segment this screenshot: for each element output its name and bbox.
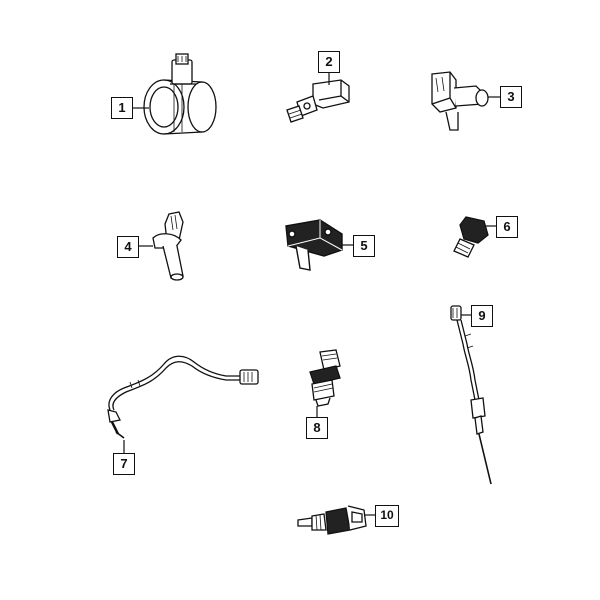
callout-3: 3 — [500, 86, 522, 108]
leader-line-7 — [123, 440, 125, 453]
callout-9: 9 — [471, 305, 493, 327]
oxygen-sensor-icon — [450, 305, 492, 485]
leader-line-8 — [316, 406, 318, 417]
leader-line-1 — [133, 107, 149, 109]
exhaust-temperature-sensor-icon — [107, 355, 259, 439]
leader-line-9 — [461, 314, 471, 316]
leader-line-6 — [486, 225, 496, 227]
map-sensor-icon — [285, 219, 343, 271]
crankshaft-position-sensor-icon — [152, 211, 184, 281]
callout-5: 5 — [353, 235, 375, 257]
mass-air-flow-sensor-icon — [143, 53, 217, 135]
callout-1: 1 — [111, 97, 133, 119]
coolant-temperature-sensor-icon — [297, 505, 367, 535]
callout-2: 2 — [318, 51, 340, 73]
leader-line-10 — [364, 514, 376, 516]
leader-line-5 — [341, 244, 353, 246]
callout-7: 7 — [113, 453, 135, 475]
callout-10: 10 — [375, 505, 399, 527]
leader-line-4 — [139, 245, 153, 247]
callout-8: 8 — [306, 417, 328, 439]
temperature-sensor-icon — [453, 216, 489, 258]
leader-line-2 — [328, 73, 330, 85]
camshaft-position-sensor-icon — [431, 71, 489, 131]
callout-4: 4 — [117, 236, 139, 258]
speed-sensor-icon — [309, 349, 341, 407]
pressure-switch-sensor-icon — [286, 79, 350, 123]
leader-line-3 — [488, 96, 500, 98]
callout-6: 6 — [496, 216, 518, 238]
